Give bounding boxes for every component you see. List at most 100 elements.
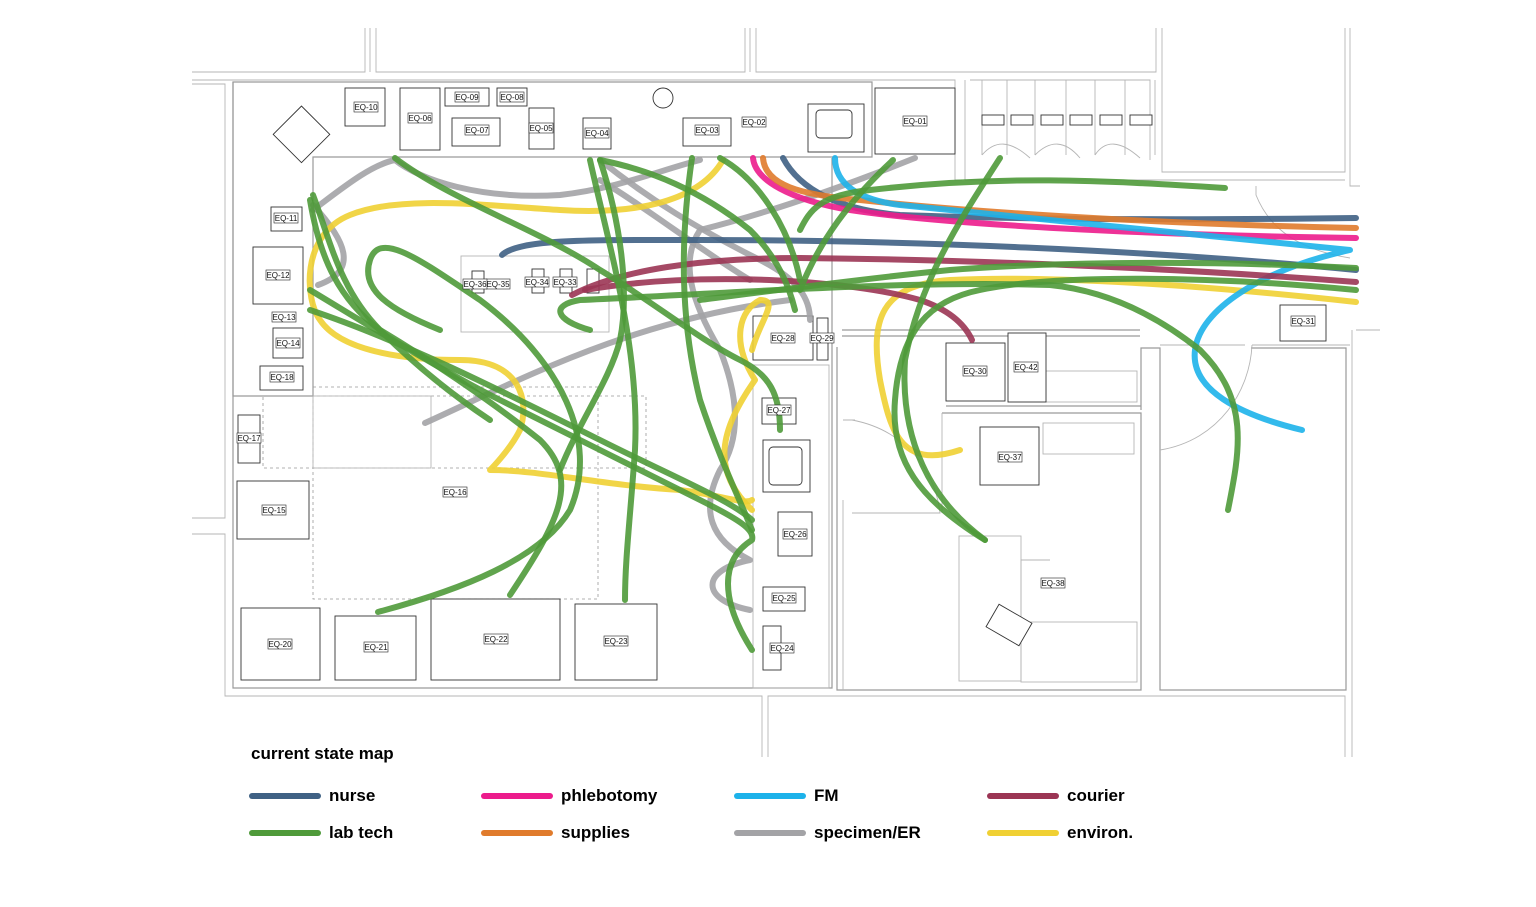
equipment-label-text: EQ-37 bbox=[998, 453, 1022, 462]
equipment-label-eq-02: EQ-02 bbox=[741, 116, 767, 128]
equipment-labels: EQ-01EQ-02EQ-03EQ-04EQ-05EQ-06EQ-07EQ-08… bbox=[236, 91, 1316, 654]
legend-label-specimen: specimen/ER bbox=[814, 823, 921, 842]
legend-title: current state map bbox=[251, 744, 394, 763]
equipment-label-eq-31: EQ-31 bbox=[1290, 315, 1316, 327]
equipment-label-text: EQ-26 bbox=[783, 530, 807, 539]
legend-swatch-nurse bbox=[249, 793, 321, 799]
equipment-label-eq-21: EQ-21 bbox=[363, 641, 389, 653]
legend-label-nurse: nurse bbox=[329, 786, 376, 805]
legend-label-phlebotomy: phlebotomy bbox=[561, 786, 658, 805]
equipment-label-text: EQ-12 bbox=[266, 271, 290, 280]
equipment-label-eq-23: EQ-23 bbox=[603, 635, 629, 647]
equipment-label-text: EQ-29 bbox=[810, 334, 834, 343]
equipment-label-text: EQ-05 bbox=[529, 124, 553, 133]
equipment-label-text: EQ-33 bbox=[553, 278, 577, 287]
equipment-label-eq-11: EQ-11 bbox=[273, 212, 299, 224]
equipment-label-eq-10: EQ-10 bbox=[353, 101, 379, 113]
equipment-label-text: EQ-36 bbox=[463, 280, 487, 289]
legend-label-supplies: supplies bbox=[561, 823, 630, 842]
legend-swatch-labtech bbox=[249, 830, 321, 836]
equipment-label-text: EQ-04 bbox=[585, 129, 609, 138]
sink-basin bbox=[815, 109, 853, 139]
flow-paths bbox=[306, 155, 1359, 653]
legend-swatch-fm bbox=[734, 793, 806, 799]
equipment-label-eq-03: EQ-03 bbox=[694, 124, 720, 136]
legend-item-environ: environ. bbox=[987, 823, 1133, 843]
flow-fm bbox=[832, 155, 1353, 433]
legend-item-labtech: lab tech bbox=[249, 823, 393, 843]
equipment-label-eq-42: EQ-42 bbox=[1013, 361, 1039, 373]
legend-label-fm: FM bbox=[814, 786, 839, 805]
equipment-label-eq-01: EQ-01 bbox=[902, 115, 928, 127]
building-walls bbox=[192, 28, 1380, 757]
legend-swatch-phlebotomy bbox=[481, 793, 553, 799]
equipment-label-text: EQ-38 bbox=[1041, 579, 1065, 588]
legend-label-labtech: lab tech bbox=[329, 823, 394, 842]
legend-swatch-environ bbox=[987, 830, 1059, 836]
legend-item-phlebotomy: phlebotomy bbox=[481, 786, 657, 806]
legend-item-specimen: specimen/ER bbox=[734, 823, 921, 843]
equipment-label-text: EQ-22 bbox=[484, 635, 508, 644]
flow-labtech bbox=[307, 155, 1359, 653]
equipment-label-text: EQ-23 bbox=[604, 637, 628, 646]
equipment-label-eq-17: EQ-17 bbox=[236, 432, 262, 444]
flow-nurse bbox=[499, 155, 1359, 273]
equipment-label-eq-24: EQ-24 bbox=[769, 642, 795, 654]
equipment-label-text: EQ-10 bbox=[354, 103, 378, 112]
legend-item-nurse: nurse bbox=[249, 786, 375, 806]
equipment-label-text: EQ-03 bbox=[695, 126, 719, 135]
equipment-label-eq-20: EQ-20 bbox=[267, 638, 293, 650]
equipment-label-eq-30: EQ-30 bbox=[962, 365, 988, 377]
legend-item-courier: courier bbox=[987, 786, 1125, 806]
legend-swatch-specimen bbox=[734, 830, 806, 836]
equipment-label-text: EQ-13 bbox=[272, 313, 296, 322]
equipment-label-text: EQ-35 bbox=[486, 280, 510, 289]
equipment-label-eq-29: EQ-29 bbox=[809, 332, 835, 344]
equipment-label-text: EQ-20 bbox=[268, 640, 292, 649]
equipment-label-eq-13: EQ-13 bbox=[271, 311, 297, 323]
equipment-label-eq-34: EQ-34 bbox=[524, 276, 550, 288]
restroom-fixtures bbox=[981, 114, 1153, 159]
equipment-label-eq-08: EQ-08 bbox=[499, 91, 525, 103]
rotated-equipment bbox=[272, 105, 331, 164]
equipment-label-text: EQ-42 bbox=[1014, 363, 1038, 372]
equipment-label-text: EQ-34 bbox=[525, 278, 549, 287]
equipment-label-eq-33: EQ-33 bbox=[552, 276, 578, 288]
equipment-label-eq-28: EQ-28 bbox=[770, 332, 796, 344]
legend-swatch-supplies bbox=[481, 830, 553, 836]
legend-label-courier: courier bbox=[1067, 786, 1125, 805]
equipment-label-text: EQ-09 bbox=[455, 93, 479, 102]
equipment-label-text: EQ-28 bbox=[771, 334, 795, 343]
equipment-layer bbox=[236, 87, 1327, 681]
equipment-label-text: EQ-02 bbox=[742, 118, 766, 127]
equipment-label-eq-27: EQ-27 bbox=[766, 404, 792, 416]
equipment-label-eq-18: EQ-18 bbox=[269, 371, 295, 383]
equipment-label-text: EQ-18 bbox=[270, 373, 294, 382]
equipment-label-eq-04: EQ-04 bbox=[584, 127, 610, 139]
equipment-label-text: EQ-14 bbox=[276, 339, 300, 348]
legend-item-fm: FM bbox=[734, 786, 839, 806]
workstation-keyboard bbox=[985, 603, 1033, 647]
equipment-label-eq-16: EQ-16 bbox=[442, 486, 468, 498]
equipment-label-eq-06: EQ-06 bbox=[407, 112, 433, 124]
equipment-label-eq-05: EQ-05 bbox=[528, 122, 554, 134]
equipment-label-eq-35: EQ-35 bbox=[485, 278, 511, 290]
equipment-label-eq-22: EQ-22 bbox=[483, 633, 509, 645]
equipment-label-text: EQ-27 bbox=[767, 406, 791, 415]
equipment-label-eq-15: EQ-15 bbox=[261, 504, 287, 516]
equipment-label-eq-38: EQ-38 bbox=[1040, 577, 1066, 589]
legend-swatch-courier bbox=[987, 793, 1059, 799]
equipment-label-eq-25: EQ-25 bbox=[771, 592, 797, 604]
equipment-label-eq-09: EQ-09 bbox=[454, 91, 480, 103]
equipment-label-eq-14: EQ-14 bbox=[275, 337, 301, 349]
equipment-label-text: EQ-31 bbox=[1291, 317, 1315, 326]
equipment-label-text: EQ-01 bbox=[903, 117, 927, 126]
sink2-basin bbox=[768, 446, 803, 486]
equipment-label-text: EQ-06 bbox=[408, 114, 432, 123]
eq-01-box bbox=[874, 87, 956, 155]
equipment-label-eq-36: EQ-36 bbox=[462, 278, 488, 290]
equipment-label-text: EQ-16 bbox=[443, 488, 467, 497]
equipment-label-text: EQ-15 bbox=[262, 506, 286, 515]
